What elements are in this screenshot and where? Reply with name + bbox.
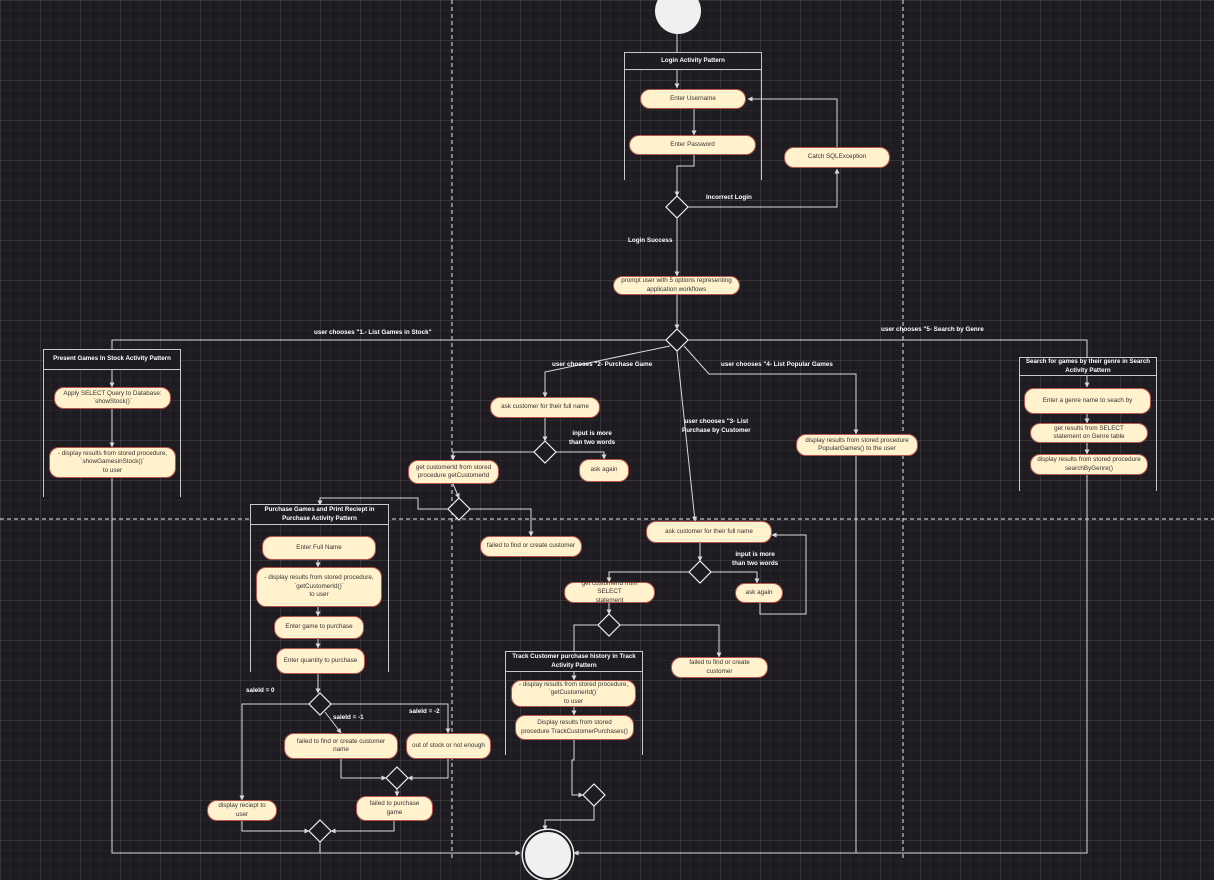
login-frame: Login Activity Pattern [624,52,762,180]
decision-saleid [308,692,332,716]
display-search-node: display results from stored procedure se… [1030,454,1148,475]
decision-track-end [582,783,606,807]
more-than-two-label-1: input is more than two words [569,430,616,446]
display-receipt-node: display reciept to user [207,800,277,821]
search-frame-title: Search for games by their genre in Searc… [1019,357,1157,376]
saleid-0-label: saleId = 0 [246,687,275,694]
decision-final-purchase [308,819,332,843]
enter-full-name-node: Enter Full Name [262,536,376,560]
decision-purchase-name [533,440,557,464]
purchase-frame-title: Purchase Games and Print Reciept in Purc… [250,504,389,525]
enter-quantity-node: Enter quantity to purchase [276,648,365,674]
search-frame: Search for games by their genre in Searc… [1019,357,1157,491]
decision-track-merge [597,613,621,637]
get-results-genre-node: get results from SELECT statement on Gen… [1030,423,1148,443]
display-track-node: Display results from stored procedure Tr… [515,715,634,740]
incorrect-login-label: Incorrect Login [706,194,752,201]
failed-find-create-node-1: failed to find or create customer [480,536,582,557]
apply-select-node: Apply SELECT Query to Database: `showSto… [54,387,171,409]
enter-username-node: Enter Username [640,89,746,109]
display-getcustomerid-node-2: - display results from stored procedure,… [511,680,636,707]
ask-again-node-2: ask again [735,583,783,603]
purchase-frame: Purchase Games and Print Reciept in Purc… [250,504,389,672]
decision-track-name [688,560,712,584]
decision-purchase-merge [447,497,471,521]
ask-again-node-1: ask again [579,459,629,482]
choice-5-label: user chooses "5- Search by Genre [881,326,984,333]
choice-2-label: user chooses "2- Purchase Game [552,361,653,368]
failed-find-create-node-2: failed to find or create customer [671,657,768,678]
get-customerid-select-node: get customerId from SELECT statement [564,580,655,604]
stock-frame-title: Present Games In Stock Activity Pattern [43,349,181,370]
more-than-two-label-2: input is more than two words [732,551,779,567]
saleid-minus2-label: saleId = -2 [409,708,440,715]
decision-nodes [308,195,712,843]
login-success-label: Login Success [628,237,673,244]
decision-fail-merge [385,766,409,790]
swimlane-separators [0,0,1214,861]
login-frame-title: Login Activity Pattern [624,52,762,70]
decision-login [665,195,689,219]
ask-fullname-track-node: ask customer for their full name [646,521,772,543]
track-frame-title: Track Customer purchase history in Track… [505,651,643,672]
ask-fullname-purchase-node: ask customer for their full name [490,397,600,418]
display-popular-node: display results from stored procedure Po… [796,434,918,456]
failed-find-create-name-node: failed to find or create customer name [284,733,398,759]
enter-game-node: Enter game to purchase [274,616,364,639]
stock-frame: Present Games In Stock Activity Pattern [43,349,181,497]
catch-sqlexception-node: Catch SQLException [784,147,890,168]
decision-menu [665,328,689,352]
enter-genre-node: Enter a genre name to seach by [1024,388,1151,414]
display-instock-node: - display results from stored procedure,… [49,447,176,478]
failed-purchase-node: failed to purchase game [356,796,433,821]
get-customerid-node: get customerId from stored procedure get… [408,460,499,484]
end-node [523,830,573,880]
enter-password-node: Enter Password [629,135,756,155]
track-frame: Track Customer purchase history in Track… [505,651,643,755]
choice-1-label: user chooses "1.- List Games in Stock" [314,329,432,336]
choice-3-label: user chooses "3- List Purchase by Custom… [682,418,751,434]
display-getcustomerid-node-1: - display results from stored procedure,… [256,567,382,607]
prompt-user-node: prompt user with 5 options representing … [613,276,740,295]
choice-4-label: user chooses "4- List Popular Games [721,361,833,368]
out-of-stock-node: out of stock or not enough [406,733,491,759]
saleid-minus1-label: saleId = -1 [333,714,364,721]
